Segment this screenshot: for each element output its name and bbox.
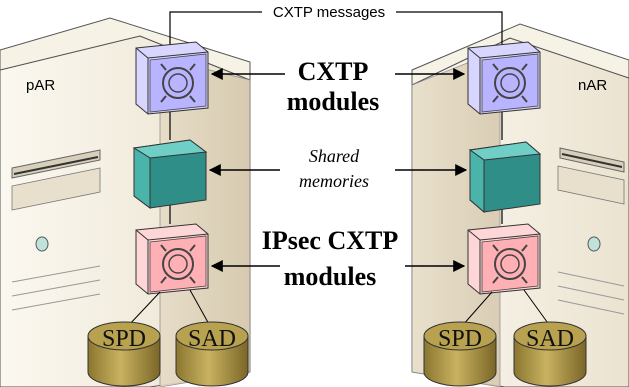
database-sad-left: SAD — [175, 321, 249, 387]
nar-label: nAR — [578, 77, 607, 94]
cxtp-modules-line2: modules — [287, 87, 379, 116]
power-led-icon — [587, 236, 601, 252]
gear-icon — [492, 63, 528, 103]
cxtp-messages-label: CXTP messages — [273, 4, 385, 21]
shared-memory-right — [468, 141, 542, 214]
cxtp-module-right — [467, 41, 541, 115]
annotation-arrows — [208, 68, 468, 272]
db-label: SPD — [102, 326, 146, 352]
gear-icon — [492, 244, 528, 284]
cxtp-messages-connector: CXTP messages — [169, 4, 503, 45]
par-label: pAR — [26, 77, 55, 94]
database-spd-right: SPD — [423, 321, 497, 387]
database-sad-right: SAD — [513, 321, 587, 387]
shared-memories-line1: Shared — [309, 146, 360, 166]
gear-icon — [160, 244, 196, 284]
ipsec-modules-line1: IPsec CXTP — [262, 226, 399, 255]
ipsec-module-left — [135, 223, 209, 295]
db-label: SAD — [526, 326, 574, 352]
power-led-icon — [35, 236, 49, 252]
db-label: SAD — [188, 326, 236, 352]
ipsec-module-right — [467, 223, 541, 295]
cxtp-module-left — [135, 41, 209, 115]
ipsec-modules-line2: modules — [284, 262, 376, 291]
shared-memory-left — [132, 139, 208, 209]
database-spd-left: SPD — [87, 321, 161, 387]
db-label: SPD — [438, 326, 482, 352]
shared-memories-line2: memories — [299, 171, 369, 191]
cxtp-modules-line1: CXTP — [298, 57, 369, 86]
gear-icon — [160, 63, 196, 103]
